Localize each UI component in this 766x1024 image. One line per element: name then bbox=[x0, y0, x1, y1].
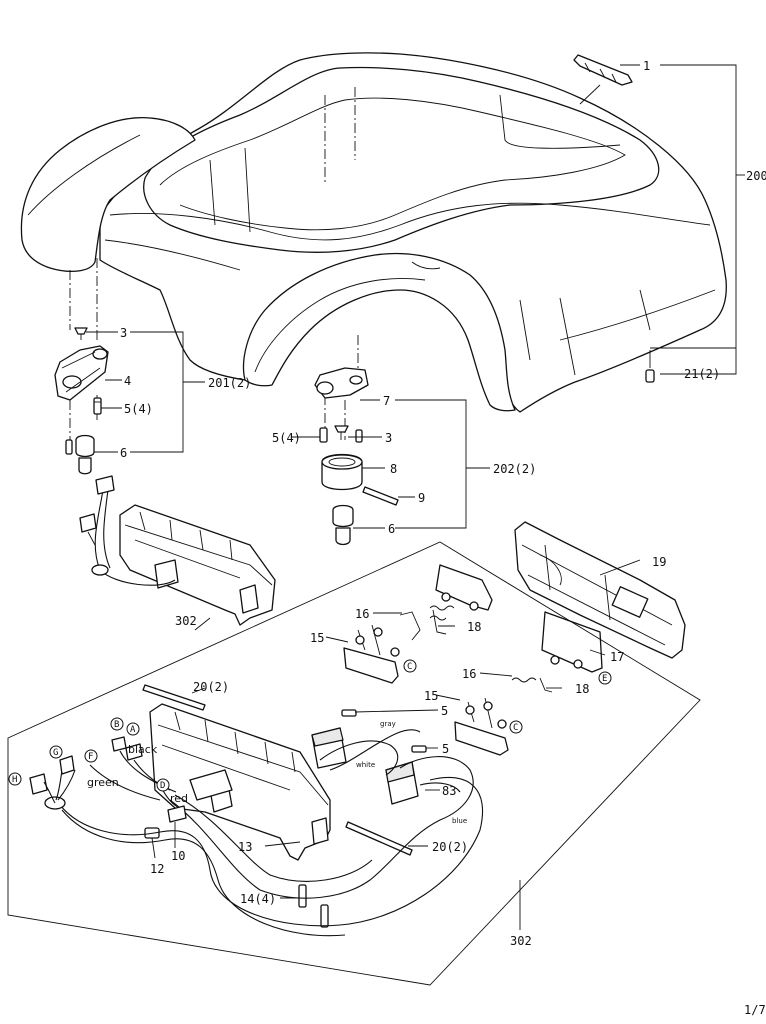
callout-14: 14(4) bbox=[240, 892, 276, 906]
wire-label-blue: blue bbox=[452, 817, 467, 825]
page-number: 1/7 bbox=[744, 1003, 766, 1017]
callout-5-left: 5(4) bbox=[124, 402, 153, 416]
control-module-302-upper bbox=[79, 475, 276, 626]
wire-label-green: green bbox=[87, 776, 119, 789]
callout-18-upper: 18 bbox=[467, 620, 481, 634]
callout-21: 21(2) bbox=[684, 367, 720, 381]
flap-assembly-upper bbox=[343, 564, 493, 684]
connector-letter-e: E bbox=[602, 674, 607, 684]
cover-part-1 bbox=[573, 54, 633, 105]
connector-letter-h: H bbox=[12, 775, 17, 785]
callout-202: 202(2) bbox=[493, 462, 536, 476]
callout-4: 4 bbox=[124, 374, 131, 388]
wiring-harness bbox=[29, 729, 484, 937]
callout-1: 1 bbox=[643, 59, 650, 73]
body-shell-200 bbox=[20, 52, 727, 413]
left-hinge-assembly-201 bbox=[54, 327, 109, 475]
sensor-gray bbox=[311, 709, 357, 769]
connector-letter-d: D bbox=[160, 781, 165, 791]
callout-16-upper: 16 bbox=[355, 607, 369, 621]
callout-10: 10 bbox=[171, 849, 185, 863]
connector-letter-f: F bbox=[88, 752, 93, 762]
callout-83: 83 bbox=[442, 784, 456, 798]
callout-20-lower: 20(2) bbox=[432, 840, 468, 854]
connector-letter-g: G bbox=[53, 748, 58, 758]
callout-19: 19 bbox=[652, 555, 666, 569]
callout-16-lower: 16 bbox=[462, 667, 476, 681]
connector-letter-c-lower: C bbox=[513, 723, 518, 733]
right-hinge-assembly-202 bbox=[314, 367, 399, 546]
wire-color-labels: black green red gray white blue bbox=[87, 720, 467, 825]
side-panel-19 bbox=[514, 521, 686, 659]
callout-6-left: 6 bbox=[120, 446, 127, 460]
wire-label-red: red bbox=[170, 792, 188, 805]
callout-13: 13 bbox=[238, 840, 252, 854]
callout-302-lower: 302 bbox=[510, 934, 532, 948]
callout-302-upper: 302 bbox=[175, 614, 197, 628]
flap-assembly-lower bbox=[454, 611, 603, 756]
connector-letters: B A G F H D C E C bbox=[12, 662, 607, 791]
callout-20-upper: 20(2) bbox=[193, 680, 229, 694]
callout-8: 8 bbox=[390, 462, 397, 476]
leader-lines bbox=[86, 64, 745, 930]
callout-5-gray-sensor: 5 bbox=[441, 704, 448, 718]
callout-7: 7 bbox=[383, 394, 390, 408]
callout-3-left: 3 bbox=[120, 326, 127, 340]
callout-18-lower: 18 bbox=[575, 682, 589, 696]
callout-17: 17 bbox=[610, 650, 624, 664]
sensor-white bbox=[385, 745, 427, 805]
callout-15-upper: 15 bbox=[310, 631, 324, 645]
connector-letter-c: C bbox=[407, 662, 412, 672]
callout-201: 201(2) bbox=[208, 376, 251, 390]
assembly-302-outline bbox=[7, 541, 701, 986]
callout-labels: 1 200 21(2) 3 4 201(2) 5(4) 6 7 5(4) 3 8… bbox=[120, 59, 766, 948]
callout-3-right: 3 bbox=[385, 431, 392, 445]
connector-letter-b: B bbox=[114, 720, 119, 730]
callout-200: 200 bbox=[746, 169, 766, 183]
rod-20-lower bbox=[345, 821, 413, 856]
callout-6-right: 6 bbox=[388, 522, 395, 536]
wire-label-white: white bbox=[356, 761, 375, 769]
callout-5-right: 5(4) bbox=[272, 431, 301, 445]
wire-label-black: black bbox=[128, 743, 158, 756]
callout-5-white-sensor: 5 bbox=[442, 742, 449, 756]
callout-12: 12 bbox=[150, 862, 164, 876]
callout-9: 9 bbox=[418, 491, 425, 505]
connector-letter-a: A bbox=[130, 725, 136, 735]
connector-letter-markers bbox=[8, 659, 612, 792]
wire-label-gray: gray bbox=[380, 720, 396, 728]
callout-15-lower: 15 bbox=[424, 689, 438, 703]
control-module-302-lower bbox=[144, 703, 331, 928]
rod-20-upper bbox=[142, 684, 206, 711]
